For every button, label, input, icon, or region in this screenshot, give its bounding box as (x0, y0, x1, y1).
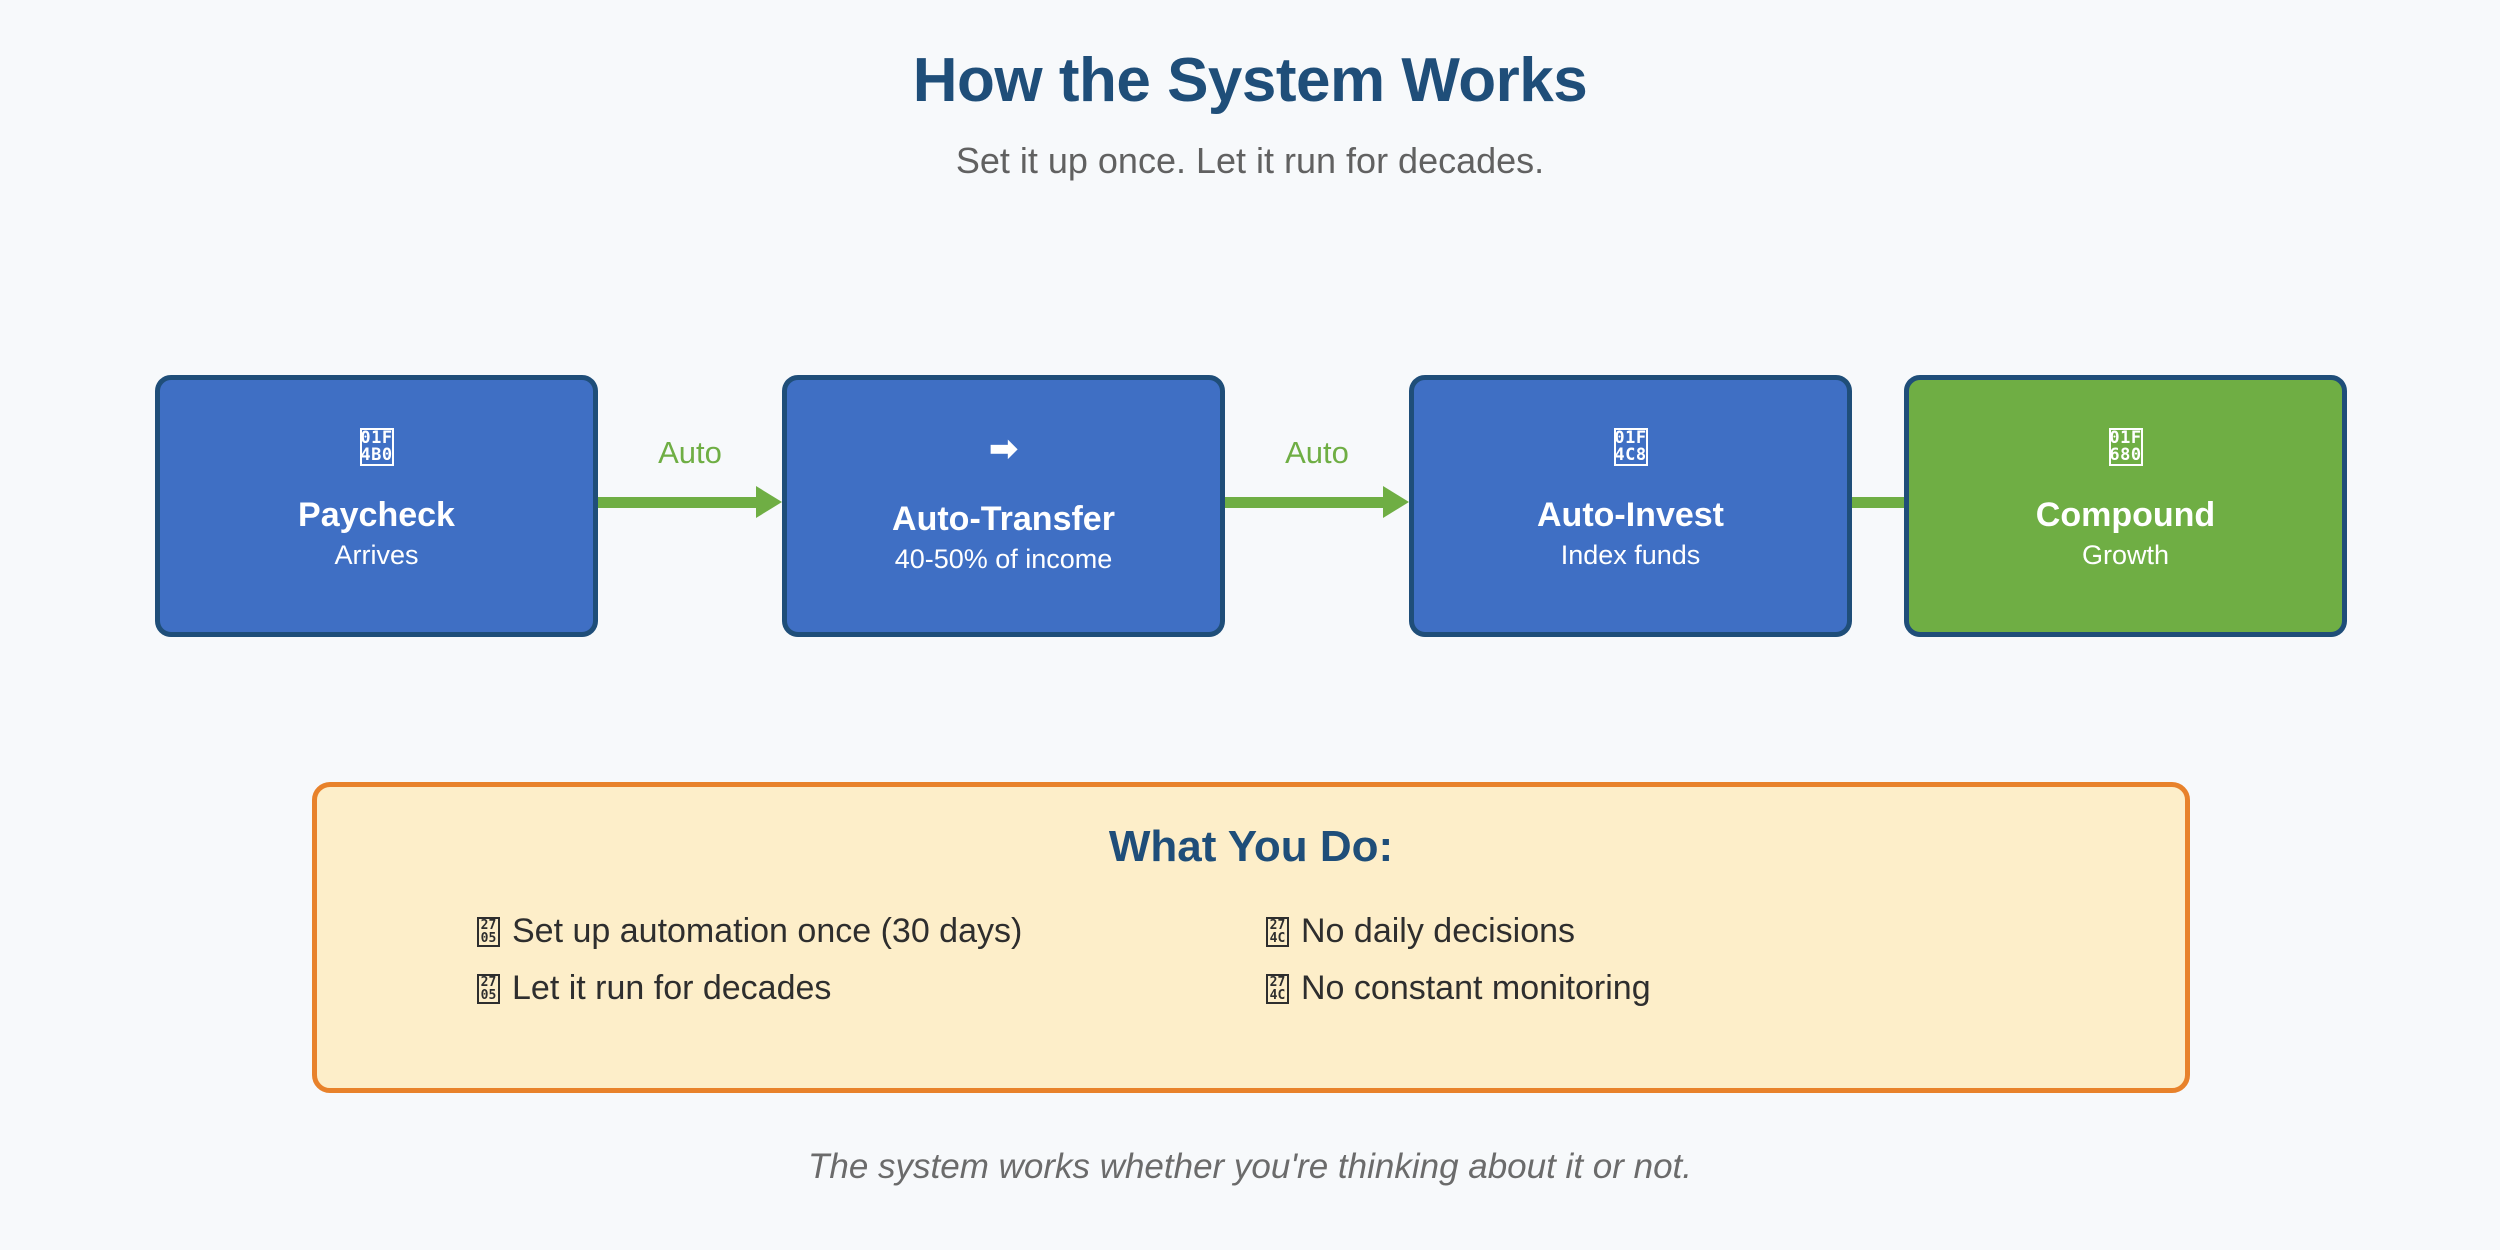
connector-3 (1852, 375, 1904, 637)
list-item-label: No daily decisions (1301, 912, 1576, 951)
flow-node-title: Auto-Transfer (892, 500, 1115, 538)
flow-node-title: Compound (2035, 496, 2216, 534)
flow-node-title: Auto-Invest (1537, 496, 1724, 534)
footer-note: The system works whether you're thinking… (807, 1147, 1693, 1186)
list-item-label: No constant monitoring (1301, 969, 1651, 1008)
flow-node-subtitle: Growth (2081, 540, 2170, 571)
connector-line (1225, 497, 1383, 508)
connector-line (598, 497, 756, 508)
connector-line (1852, 497, 1904, 508)
page-header: How the System Works Set it up once. Let… (0, 48, 2500, 181)
right-arrow-icon: ➡ (989, 430, 1018, 468)
flow-node-title: Paycheck (298, 496, 455, 534)
connector-1: Auto (598, 375, 782, 637)
list-item-label: Set up automation once (30 days) (512, 912, 1023, 951)
flow-node-subtitle: 40-50% of income (894, 544, 1113, 575)
flow-node-auto-transfer[interactable]: ➡ Auto-Transfer 40-50% of income (782, 375, 1225, 637)
flow-node-subtitle: Arrives (334, 540, 419, 571)
connector-label: Auto (1285, 435, 1349, 470)
list-item-label: Let it run for decades (512, 969, 832, 1008)
connector-arrowhead (756, 486, 782, 518)
page-subtitle: Set it up once. Let it run for decades. (955, 140, 1545, 182)
flow-node-subtitle: Index funds (1560, 540, 1701, 571)
connector-label: Auto (658, 435, 722, 470)
connector-arrowhead (1383, 486, 1409, 518)
panel-title: What You Do: (1108, 822, 1394, 871)
connector-2: Auto (1225, 375, 1409, 637)
page-title: How the System Works (912, 46, 1588, 115)
